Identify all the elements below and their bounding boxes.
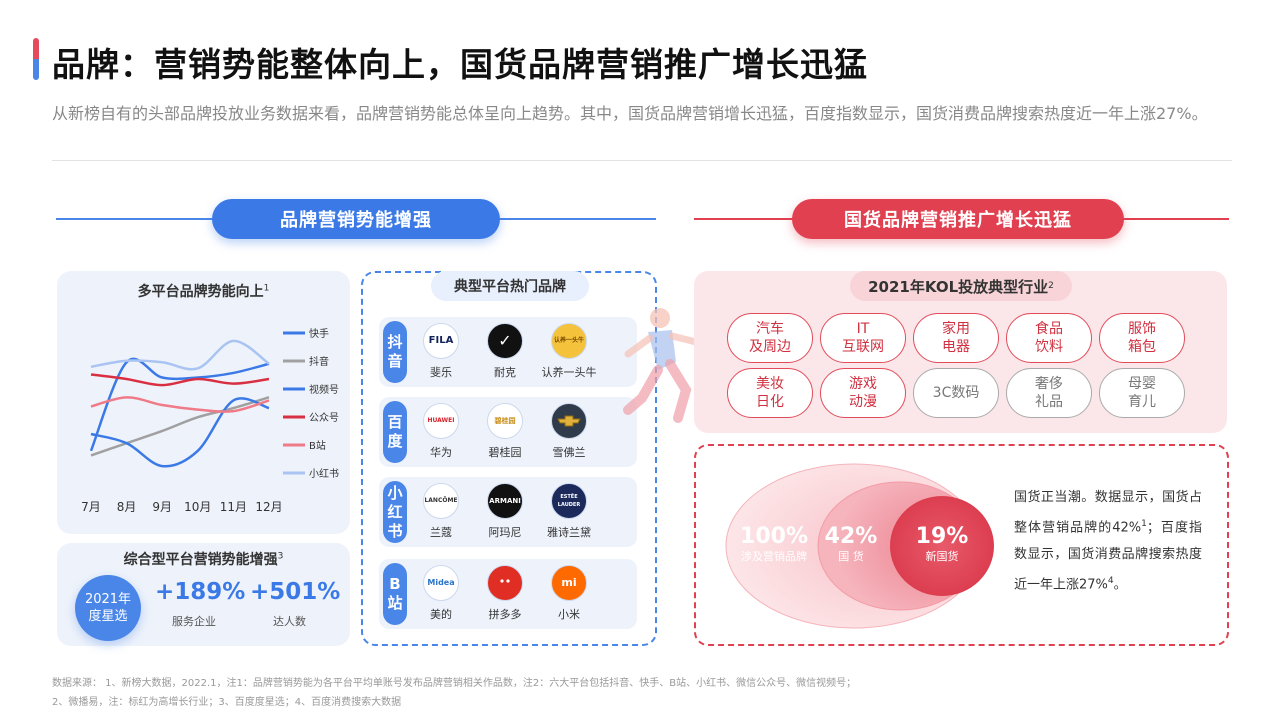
legend-label: 抖音 [309,355,329,368]
brand-name: 兰蔻 [430,526,452,539]
divider [52,160,1232,161]
industry-pill: 服饰箱包 [1099,313,1185,363]
data-source-footnote: 数据来源： 1、新榜大数据，2022.1，注1：品牌营销势能为各平台平均单账号发… [52,678,857,708]
brand-item: Midea 美的 [401,565,481,622]
industry-pill: 美妆日化 [727,368,813,418]
brand-name: 美的 [430,608,452,621]
brand-name: 认养一头牛 [541,366,597,379]
brand-item: HUAWEI 华为 [401,403,481,460]
industry-pill: 3C数码 [913,368,999,418]
pinduoduo-logo [487,565,523,601]
brand-item: 拼多多 [465,565,545,622]
platform-row: 小红书 LANCÔME 兰蔻 ARMANI 阿玛尼 ESTĒE LAUDER 雅诗兰黛 [379,477,637,547]
stats-title: 综合型平台营销势能增强3 [123,551,284,568]
platform-tab: 抖音 [383,321,407,383]
lancome-logo: LANCÔME [423,483,459,519]
industry-pill: 游戏动漫 [820,368,906,418]
series-line-3 [90,397,270,468]
ring-diagram [725,463,994,629]
page-title: 品牌：营销势能整体向上，国货品牌营销推广增长迅猛 [52,45,868,84]
brand-name: 拼多多 [488,608,522,621]
midea-logo: Midea [423,565,459,601]
estee-lauder-logo: ESTĒE LAUDER [551,483,587,519]
armani-logo: ARMANI [487,483,523,519]
chart-title: 多平台品牌势能向上1 [137,283,270,300]
stat-kol-value: +501% [250,579,341,605]
country-garden-logo: 碧桂园 [487,403,523,439]
stat-service-value: +189% [155,579,246,605]
brand-item: LANCÔME 兰蔻 [401,483,481,540]
runner-illustration [623,308,700,423]
ring-domestic: 42% 国 货 [824,524,878,563]
brand-name: 小米 [558,608,580,621]
huawei-logo: HUAWEI [423,403,459,439]
legend-label: 快手 [309,327,329,340]
brand-item: 雪佛兰 [529,403,609,460]
brand-name: 华为 [430,446,452,459]
x-tick-label: 8月 [117,500,137,514]
brand-name: 雅诗兰黛 [547,526,591,539]
ring-new-domestic: 19% 新国货 [915,524,969,563]
left-section-pill: 品牌营销势能增强 [212,199,500,239]
brand-item: FILA 斐乐 [401,323,481,380]
brand-name: 斐乐 [430,366,452,379]
stat-kol-label: 达人数 [273,615,306,628]
brand-name: 耐克 [494,366,516,379]
fila-logo: FILA [423,323,459,359]
x-tick-label: 7月 [81,500,101,514]
right-section-pill: 国货品牌营销推广增长迅猛 [792,199,1124,239]
brand-item: 碧桂园碧桂园 [465,403,545,460]
domestic-brand-box: 100% 涉及营销品牌 42% 国 货 19% 新国货 国货正当潮。数据显示，国… [694,444,1229,646]
industry-pill: 奢侈礼品 [1006,368,1092,418]
x-tick-label: 9月 [152,500,172,514]
x-tick-label: 10月 [184,500,211,514]
industry-pill: 食品饮料 [1006,313,1092,363]
platform-tab: 百度 [383,401,407,463]
domestic-summary: 国货正当潮。数据显示，国货占整体营销品牌的42%1；百度指数显示，国货消费品牌搜… [1014,490,1202,593]
legend-label: 公众号 [309,412,339,424]
year-badge: 2021年 度星选 [75,575,141,641]
legend-label: 视频号 [309,383,339,396]
chevrolet-logo [551,403,587,439]
legend-label: B站 [309,439,326,452]
cow-logo: 认养一头牛 [551,323,587,359]
industry-pill: 家用电器 [913,313,999,363]
brand-item: ARMANI 阿玛尼 [465,483,545,540]
brand-name: 雪佛兰 [552,446,586,459]
industry-pill: 母婴育儿 [1099,368,1185,418]
xiaomi-logo: mi [551,565,587,601]
platform-tab: 小红书 [383,481,407,543]
platform-brands-title: 典型平台热门品牌 [431,271,589,301]
page-description: 从新榜自有的头部品牌投放业务数据来看，品牌营销势能总体呈向上趋势。其中，国货品牌… [52,104,1208,123]
stats-card: 综合型平台营销势能增强3 2021年 度星选 +189% 服务企业 +501% … [57,543,350,646]
series-line-6 [90,339,270,371]
brand-name: 阿玛尼 [488,526,522,539]
stat-service-label: 服务企业 [172,615,216,628]
brand-name: 碧桂园 [488,446,522,459]
nike-logo: ✓ [487,323,523,359]
brand-item: 认养一头牛认养一头牛 [529,323,609,380]
x-tick-label: 11月 [220,500,247,514]
industry-pill: 汽车及周边 [727,313,813,363]
series-line-2 [90,396,270,457]
title-accent-bar [33,38,39,80]
brand-item: ✓ 耐克 [465,323,545,380]
brand-item: ESTĒE LAUDER 雅诗兰黛 [529,483,609,540]
series-line-4 [90,373,270,387]
series-line-5 [90,396,270,413]
brand-item: mi 小米 [529,565,609,622]
x-tick-label: 12月 [255,500,282,514]
chart-card: 多平台品牌势能向上1 7月 8月 9月 10月 11月 12月 快手抖音视频号公众号 B站小红… [57,271,350,534]
ring-all-brands: 100% 涉及营销品牌 [740,524,808,563]
legend-label: 小红书 [309,467,339,480]
